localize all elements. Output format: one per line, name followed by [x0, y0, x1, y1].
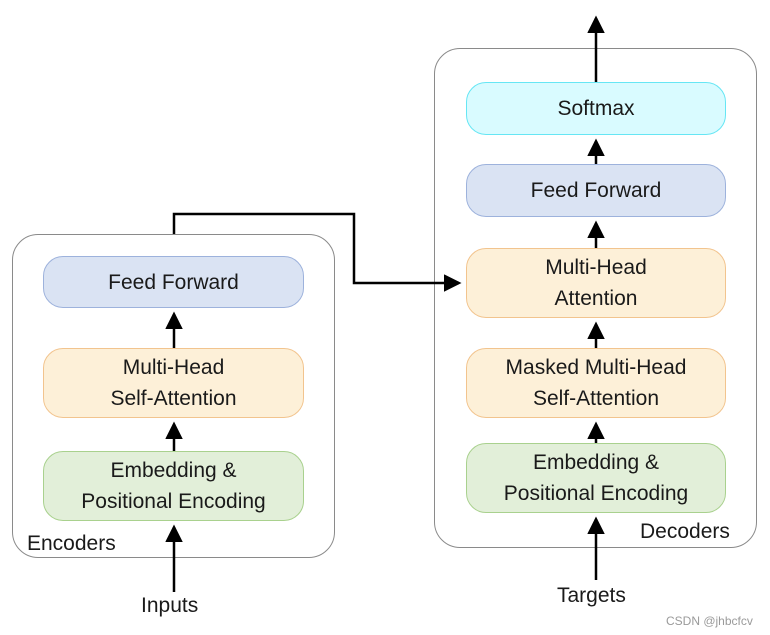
watermark-text: CSDN @jhbcfcv [666, 614, 753, 628]
decoder-softmax-block: Softmax [466, 82, 726, 135]
targets-label: Targets [557, 584, 626, 607]
decoder-embedding-block: Embedding & Positional Encoding [466, 443, 726, 513]
encoder-self-attention-line-2: Self-Attention [110, 387, 237, 410]
decoder-embedding-line-2: Positional Encoding [503, 482, 689, 505]
decoder-cross-attention-line-1: Multi-Head [545, 256, 647, 279]
encoder-self-attention-line-1: Multi-Head [122, 356, 225, 379]
decoder-masked-attention-line-1: Masked Multi-Head [505, 356, 687, 379]
encoder-feed-forward-label: Feed Forward [108, 270, 239, 294]
inputs-label: Inputs [141, 594, 199, 617]
decoder-feed-forward-label: Feed Forward [530, 179, 662, 202]
decoder-cross-attention-line-2: Attention [554, 287, 638, 310]
encoder-embedding-block: Embedding & Positional Encoding [43, 451, 304, 521]
decoder-feed-forward-block: Feed Forward [466, 164, 726, 217]
decoder-masked-attention-block: Masked Multi-Head Self-Attention [466, 348, 726, 418]
encoders-label: Encoders [27, 532, 116, 555]
decoder-embedding-line-1: Embedding & [532, 451, 660, 474]
decoder-cross-attention-block: Multi-Head Attention [466, 248, 726, 318]
encoder-embedding-line-1: Embedding & [110, 459, 237, 482]
encoder-embedding-line-2: Positional Encoding [81, 490, 266, 513]
decoder-masked-attention-line-2: Self-Attention [532, 387, 660, 410]
decoders-label: Decoders [640, 520, 730, 543]
encoder-self-attention-block: Multi-Head Self-Attention [43, 348, 304, 418]
decoder-softmax-label: Softmax [557, 97, 635, 120]
encoder-feed-forward-block: Feed Forward [43, 256, 304, 308]
